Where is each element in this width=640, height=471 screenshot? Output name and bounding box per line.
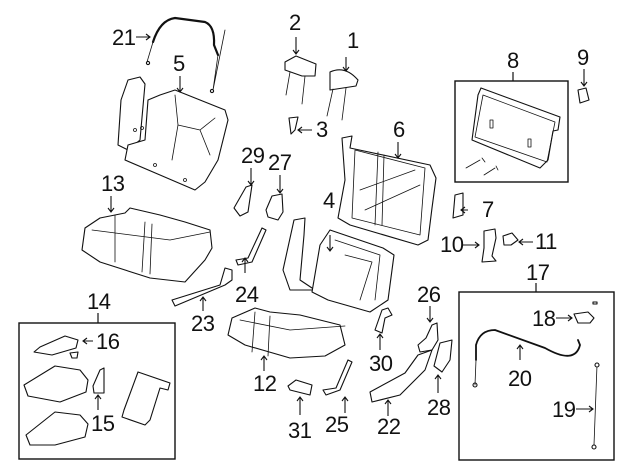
callout-18[interactable]: 18 [532,306,556,331]
callout-17[interactable]: 17 [526,260,550,285]
leader-arrows [82,33,594,416]
callout-24[interactable]: 24 [235,282,259,307]
callout-23[interactable]: 23 [191,311,215,336]
callout-27[interactable]: 27 [268,150,292,175]
callout-4[interactable]: 4 [323,188,335,213]
callout-3[interactable]: 3 [316,117,328,142]
part-21-release-cable [145,16,226,94]
part-6-seat-back-frame [337,135,437,246]
part-26-latch-cover [417,322,439,353]
part-11-bumper [502,232,519,246]
part-25-trim-strip-lower [322,359,353,396]
part-19-release-cable-short [591,362,600,450]
callout-7[interactable]: 7 [482,197,494,222]
part-5-seat-back-left [117,76,229,191]
part-27-latch-bracket [265,193,284,221]
part-14-armrest-lower [25,411,89,446]
part-2-headrest-left [284,55,317,105]
part-31-storage-tray [287,379,313,396]
part-20-release-cable [472,329,581,388]
part-22-side-trim [369,349,433,403]
part-30-belt-guide [374,307,393,334]
part-14-armrest-body [23,365,89,403]
callout-22[interactable]: 22 [377,414,401,439]
callout-8[interactable]: 8 [507,48,519,73]
callout-2[interactable]: 2 [289,10,301,35]
callout-5[interactable]: 5 [173,51,185,76]
callout-15[interactable]: 15 [91,411,115,436]
part-8-back-panel [465,87,561,176]
part-24-trim-strip [235,227,267,266]
part-15-armrest-trim [92,367,105,394]
callout-12[interactable]: 12 [253,371,277,396]
callout-31[interactable]: 31 [288,418,312,443]
callout-26[interactable]: 26 [417,282,441,307]
callout-1[interactable]: 1 [347,28,359,53]
part-3-headrest-guide [288,116,299,135]
callout-20[interactable]: 20 [508,366,532,391]
part-9-clip [577,87,590,104]
part-1-headrest-right [326,69,359,121]
callout-13[interactable]: 13 [101,171,125,196]
callout-14[interactable]: 14 [87,289,111,314]
callout-29[interactable]: 29 [241,143,265,168]
callout-6[interactable]: 6 [393,117,405,142]
part-13-seat-cushion-left [81,207,213,283]
callout-11[interactable]: 11 [535,229,557,254]
part-29-belt-guide [233,184,253,217]
callout-28[interactable]: 28 [427,395,451,420]
part-28-hinge-trim [433,339,453,373]
part-23-cushion-trim [171,267,233,307]
callout-19[interactable]: 19 [552,397,576,422]
callout-21[interactable]: 21 [112,25,136,50]
callout-30[interactable]: 30 [369,351,393,376]
callout-10[interactable]: 10 [440,232,464,257]
part-12-seat-cushion-right [227,307,346,359]
callout-9[interactable]: 9 [577,45,589,70]
part-10-hinge-cover [481,228,497,263]
part-4-seat-back-right [282,217,395,313]
part-14-armrest-frame [121,371,171,426]
callout-16[interactable]: 16 [96,329,120,354]
callout-25[interactable]: 25 [325,412,349,437]
part-16-armrest-lid [33,335,79,359]
part-7-bracket-plate [452,192,464,219]
part-18-release-handle [573,301,598,324]
